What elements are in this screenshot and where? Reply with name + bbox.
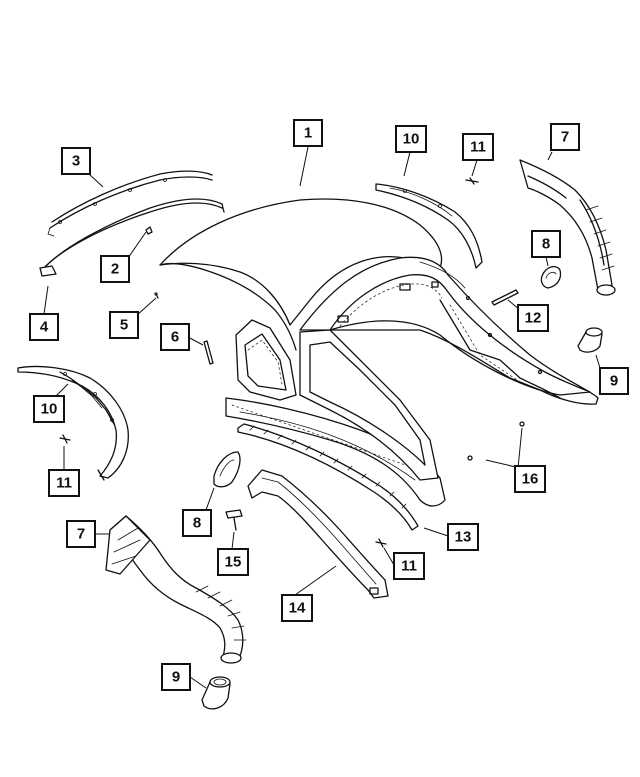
weatherstrip-part-13	[237, 423, 419, 531]
callout-11-upper-label: 11	[470, 139, 486, 156]
leader-lines	[43, 146, 601, 689]
callout-1: 1	[293, 119, 323, 147]
callout-7-lower: 7	[66, 520, 96, 548]
callout-16-label: 16	[522, 471, 539, 488]
callout-15: 15	[217, 548, 249, 576]
callout-6: 6	[160, 323, 190, 351]
fastener-part-16	[467, 421, 525, 461]
callout-5-label: 5	[120, 317, 128, 334]
callout-9-lower: 9	[161, 663, 191, 691]
callout-11-left-label: 11	[56, 475, 72, 492]
callout-10-upper-label: 10	[403, 131, 420, 148]
callout-7-upper-label: 7	[561, 129, 569, 146]
elbow-part-9-lower	[201, 676, 231, 710]
callout-10-lower: 10	[33, 395, 65, 423]
callout-4: 4	[29, 313, 59, 341]
callout-4-label: 4	[40, 319, 49, 336]
callout-12: 12	[517, 304, 549, 332]
air-duct-part-7-lower	[105, 515, 247, 664]
callout-8-upper: 8	[531, 230, 561, 258]
seal-part-12	[491, 289, 519, 306]
seal-strip-part-6	[203, 340, 214, 365]
elbow-part-9-upper	[577, 327, 603, 353]
callout-10-lower-label: 10	[41, 401, 58, 418]
callout-10-upper: 10	[395, 125, 427, 153]
callout-16: 16	[514, 465, 546, 493]
air-duct-part-7-upper	[519, 159, 616, 296]
trim-bracket-part-14	[247, 469, 389, 599]
callout-1-label: 1	[304, 125, 312, 142]
clip-part-11-lower	[375, 538, 387, 548]
roof-panel-part-1	[159, 198, 599, 507]
callout-11-left: 11	[48, 469, 80, 497]
cover-part-8-lower	[213, 451, 241, 488]
rail-bracket-part-10-upper	[375, 183, 483, 269]
callout-7-upper: 7	[550, 123, 580, 151]
callout-13-label: 13	[455, 529, 472, 546]
clip-part-5	[154, 292, 159, 299]
roof-rail-part-4	[39, 198, 225, 277]
callout-6-label: 6	[171, 329, 179, 346]
callout-8-upper-label: 8	[542, 236, 550, 253]
callout-8-lower-label: 8	[193, 515, 201, 532]
roof-rail-part-3	[47, 170, 213, 237]
pin-part-15	[225, 509, 243, 531]
callout-9-upper-label: 9	[610, 373, 618, 390]
callout-8-lower: 8	[182, 509, 212, 537]
callout-14: 14	[281, 594, 313, 622]
callout-12-label: 12	[525, 310, 542, 327]
callout-2-label: 2	[111, 261, 119, 278]
callout-14-label: 14	[289, 600, 306, 617]
rail-bracket-part-10-lower	[17, 365, 129, 481]
callout-11-lower: 11	[393, 552, 425, 580]
callout-3-label: 3	[72, 153, 80, 170]
callout-9-lower-label: 9	[172, 669, 180, 686]
callout-2: 2	[100, 255, 130, 283]
cover-part-8-upper	[540, 265, 562, 289]
callout-13: 13	[447, 523, 479, 551]
callout-5: 5	[109, 311, 139, 339]
clip-part-11-left	[59, 434, 71, 444]
clip-part-11-upper	[465, 177, 479, 185]
callout-7-lower-label: 7	[77, 526, 85, 543]
callout-3: 3	[61, 147, 91, 175]
callout-15-label: 15	[225, 554, 242, 571]
callout-11-upper: 11	[462, 133, 494, 161]
callout-9-upper: 9	[599, 367, 629, 395]
callout-11-lower-label: 11	[401, 558, 417, 575]
clip-part-2	[145, 226, 153, 235]
